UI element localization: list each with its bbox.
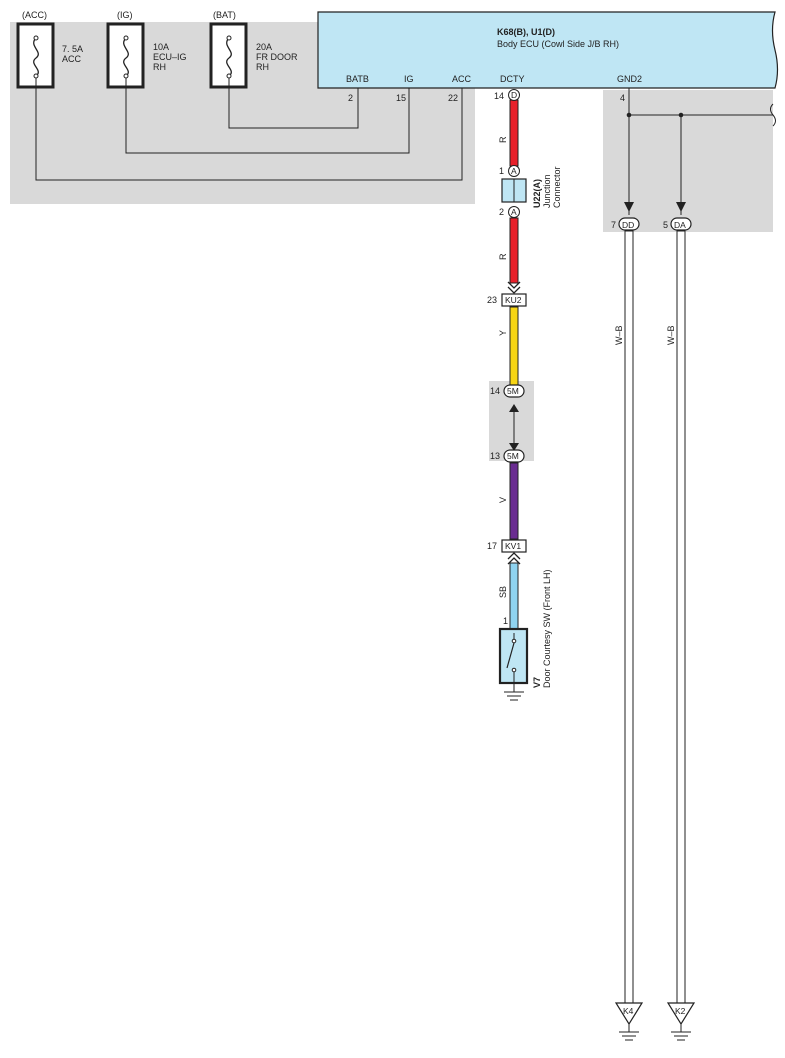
connector-pin: 13 <box>490 451 500 461</box>
pin-number-dcty: 14 <box>494 91 504 101</box>
fuse-name: ECU–IG <box>153 52 187 62</box>
fuse-source: (BAT) <box>213 10 236 20</box>
connector-id: 5M <box>507 386 519 396</box>
fuse-source: (ACC) <box>22 10 47 20</box>
wire-red-2 <box>509 217 519 284</box>
wire-label-v: V <box>498 497 508 503</box>
fuse-name: FR DOOR <box>256 52 298 62</box>
connector-kv1: 17 KV1 <box>487 539 527 565</box>
junction-connector-u22: 1 A 2 A U22(A) Junction Connector <box>499 165 562 218</box>
ground-k2: K2 <box>666 1002 696 1041</box>
connector-id: KU2 <box>505 295 522 305</box>
wire-label-wb1: W–B <box>614 325 624 345</box>
ecu-name: Body ECU (Cowl Side J/B RH) <box>497 39 619 49</box>
wire-label-sb: SB <box>498 586 508 598</box>
switch-name: Door Courtesy SW (Front LH) <box>542 569 552 688</box>
fuse-fr-door-rh: (BAT) 20A FR DOOR RH <box>209 10 298 89</box>
connector-dd: 7 DD <box>611 217 640 231</box>
connector-pin: 7 <box>611 220 616 230</box>
ecu-pin-label-batb: BATB <box>346 74 369 84</box>
fuse-rating: 20A <box>256 42 272 52</box>
wire-label-y: Y <box>498 330 508 336</box>
ground-k4: K4 <box>614 1002 644 1041</box>
dcty-connector-circle <box>508 89 520 101</box>
ecu-pin-label-ig: IG <box>404 74 414 84</box>
connector-ku2: 23 KU2 <box>487 281 527 307</box>
fuse-wires <box>35 78 463 181</box>
wire-wb-2 <box>676 230 686 1004</box>
pin-number-ig: 15 <box>396 93 406 103</box>
fuse-name: ACC <box>62 54 82 64</box>
wire-red-1 <box>509 99 519 167</box>
fuse-name-2: RH <box>153 62 166 72</box>
junction-code: U22(A) <box>532 179 542 208</box>
ecu-pin-label-dcty: DCTY <box>500 74 525 84</box>
switch-pin: 1 <box>503 616 508 626</box>
connector-pin: 14 <box>490 386 500 396</box>
fuse-rating: 10A <box>153 42 169 52</box>
junction-pin-top: 1 <box>499 166 504 176</box>
connector-id: 5M <box>507 451 519 461</box>
fuse-name-2: RH <box>256 62 269 72</box>
junction-name: Junction <box>542 174 552 208</box>
pin-number-acc: 22 <box>448 93 458 103</box>
ground-label: K4 <box>623 1006 634 1016</box>
ground-wires <box>624 88 776 215</box>
wire-yellow <box>509 306 519 386</box>
fuse-ecu-ig: (IG) 10A ECU–IG RH <box>106 10 187 89</box>
junction-letter-top: A <box>511 166 517 176</box>
pin-number-gnd2: 4 <box>620 93 625 103</box>
wire-label-r2: R <box>498 253 508 260</box>
connector-5m-13: 13 5M <box>490 449 525 463</box>
switch-code: V7 <box>532 677 542 688</box>
wire-label-r1: R <box>498 136 508 143</box>
junction-name-2: Connector <box>552 166 562 208</box>
pin-number-batb: 2 <box>348 93 353 103</box>
dcty-connector-letter: D <box>511 90 517 100</box>
ground-label: K2 <box>675 1006 686 1016</box>
junction-letter-bottom: A <box>511 207 517 217</box>
connector-5m-14: 14 5M <box>490 384 525 398</box>
wire-sky-blue <box>509 562 519 630</box>
connector-pin: 5 <box>663 220 668 230</box>
fuse-source: (IG) <box>117 10 133 20</box>
wire-label-wb2: W–B <box>666 325 676 345</box>
door-courtesy-switch: 1 V7 Door Courtesy SW (Front LH) <box>498 569 552 701</box>
dcty-wire-harness <box>509 99 519 630</box>
connector-id: KV1 <box>505 541 521 551</box>
ecu-code: K68(B), U1(D) <box>497 27 555 37</box>
connector-da: 5 DA <box>663 217 692 231</box>
fuse-rating: 7. 5A <box>62 44 83 54</box>
junction-pin-bottom: 2 <box>499 207 504 217</box>
connector-id: DA <box>674 220 686 230</box>
ecu-pin-label-acc: ACC <box>452 74 472 84</box>
connector-pin: 23 <box>487 295 497 305</box>
connector-pin: 17 <box>487 541 497 551</box>
ground-area-background <box>603 90 773 232</box>
body-ecu: K68(B), U1(D) Body ECU (Cowl Side J/B RH… <box>317 11 779 89</box>
wire-violet <box>509 462 519 540</box>
ecu-pin-label-gnd2: GND2 <box>617 74 642 84</box>
wire-wb-1 <box>624 230 634 1004</box>
connector-id: DD <box>622 220 634 230</box>
